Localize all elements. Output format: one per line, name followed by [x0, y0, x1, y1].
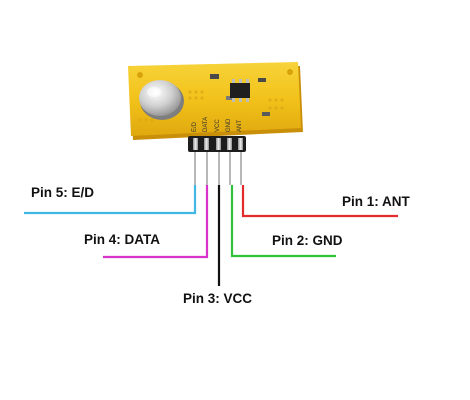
pcb-trace-dots — [138, 90, 284, 122]
silkscreen-label-ant: ANT — [237, 120, 243, 132]
silkscreen-label-vcc: VCC — [215, 119, 221, 132]
wire-pin5-ed — [24, 185, 197, 215]
crystal-oscillator-can — [139, 80, 184, 120]
ic-chip — [230, 79, 250, 102]
silkscreen-label-data: DATA — [203, 117, 209, 132]
pin1-label: Pin 1: ANT — [342, 194, 410, 209]
pin2-label: Pin 2: GND — [272, 233, 343, 248]
pin-legs — [194, 152, 242, 185]
silkscreen-label-gnd: GND — [226, 118, 232, 132]
header-pins — [193, 138, 243, 150]
pin3-label: Pin 3: VCC — [183, 291, 253, 306]
pcb-top-pads — [137, 69, 293, 78]
wires — [24, 185, 398, 286]
silkscreen-label-ed: E/D — [192, 121, 198, 132]
pin4-label: Pin 4: DATA — [84, 232, 160, 247]
rf-receiver-module: E/D DATA VCC GND ANT — [128, 62, 303, 185]
wire-pin1-ant — [241, 185, 398, 218]
wire-pin4-data — [103, 185, 209, 259]
pin5-label: Pin 5: E/D — [31, 185, 95, 200]
wire-pin2-gnd — [230, 185, 336, 258]
silkscreen-labels: E/D DATA VCC GND ANT — [192, 117, 243, 132]
